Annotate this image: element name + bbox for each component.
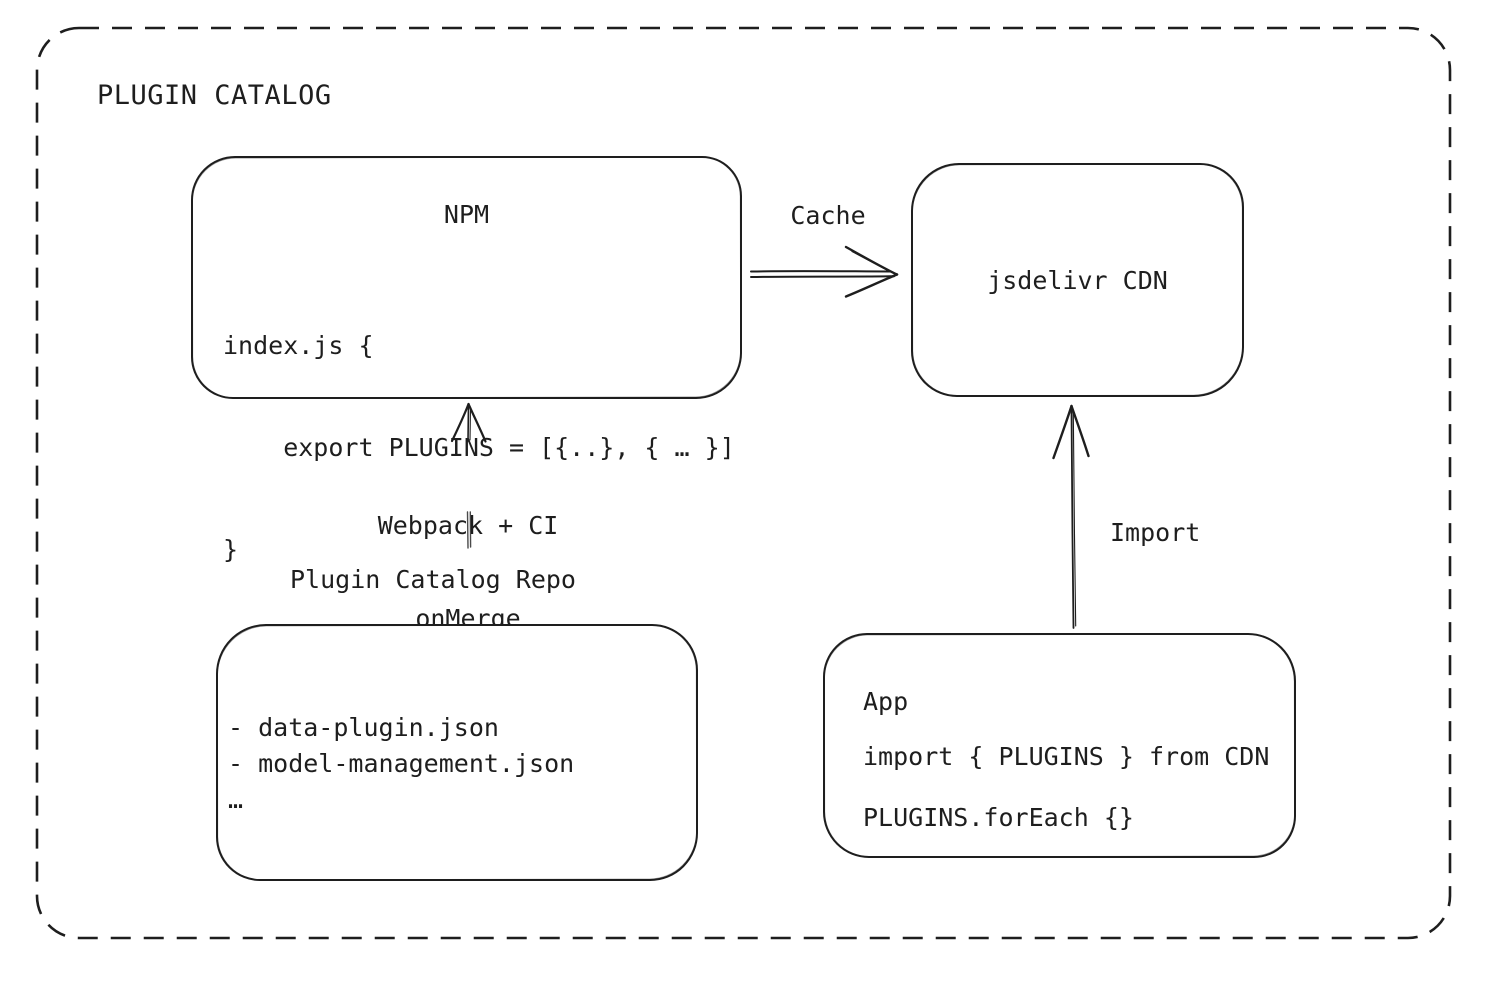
repo-title: Plugin Catalog Repo <box>290 565 576 594</box>
cache-arrow <box>750 245 899 298</box>
npm-title: NPM <box>443 200 490 229</box>
npm-code-line: } <box>223 535 239 564</box>
import-arrow <box>1052 404 1090 629</box>
app-node: App import { PLUGINS } from CDN PLUGINS.… <box>823 633 1296 858</box>
app-title: App <box>863 687 909 716</box>
repo-node: - data-plugin.json - model-management.js… <box>216 624 698 881</box>
repo-file-item: - data-plugin.json <box>228 713 499 742</box>
diagram-title: PLUGIN CATALOG <box>97 80 332 111</box>
repo-file-item: - model-management.json <box>228 749 575 778</box>
npm-code-block: index.js { export PLUGINS = [{..}, { … }… <box>193 261 740 635</box>
cdn-label: jsdelivr CDN <box>987 265 1168 295</box>
repo-file-item: … <box>228 785 244 814</box>
cdn-node: jsdelivr CDN <box>911 163 1244 397</box>
app-code-line: import { PLUGINS } from CDN <box>863 742 1270 771</box>
npm-code-line: index.js { <box>223 331 374 360</box>
npm-code-line: export PLUGINS = [{..}, { … }] <box>223 433 735 462</box>
cache-edge-label: Cache <box>790 201 866 230</box>
app-code-line: PLUGINS.forEach {} <box>863 803 1134 832</box>
build-edge-label-line: Webpack + CI <box>377 511 559 540</box>
npm-node: NPM index.js { export PLUGINS = [{..}, {… <box>191 156 742 564</box>
import-edge-label: Import <box>1110 518 1201 547</box>
